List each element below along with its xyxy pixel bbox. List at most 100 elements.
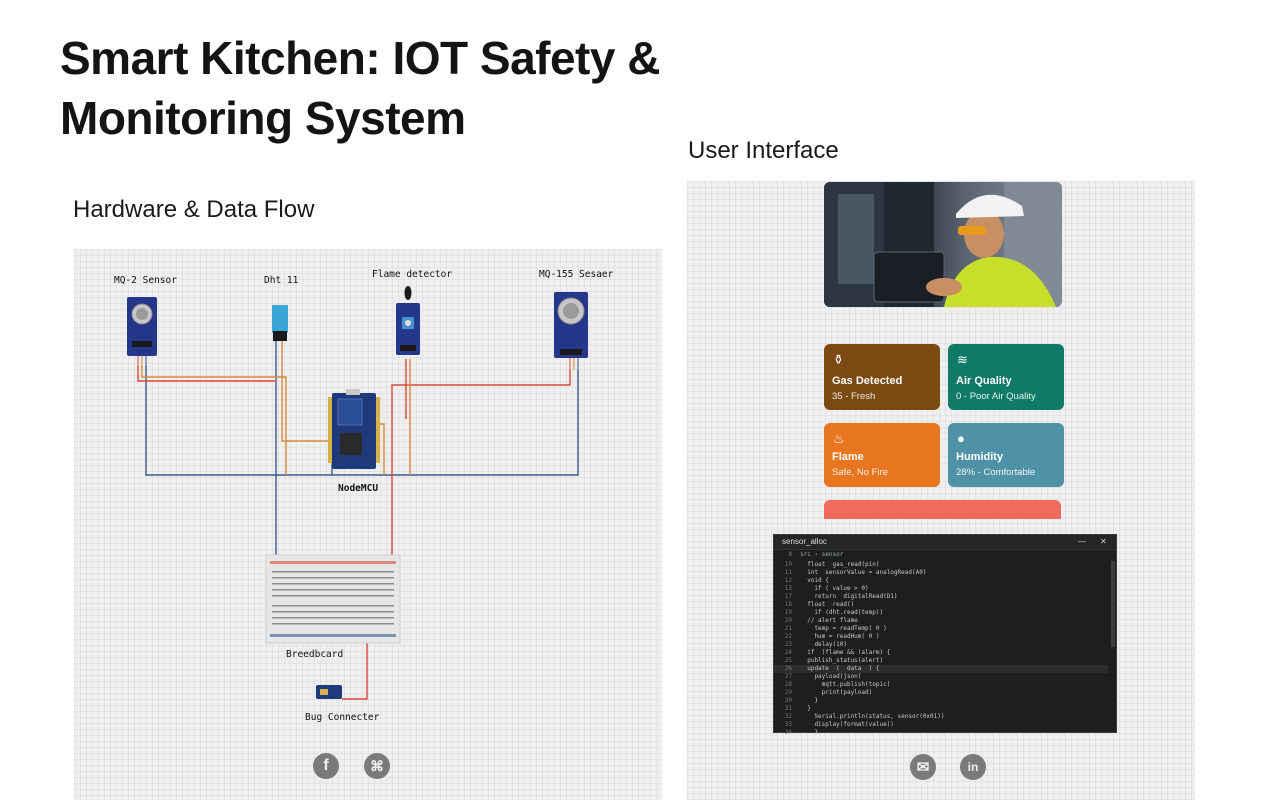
- code-line[interactable]: 23 delay(10): [774, 641, 1108, 649]
- air-quality-card[interactable]: ≋ Air Quality 0 - Poor Air Quality: [948, 344, 1064, 410]
- wind-icon: ≋: [957, 352, 968, 367]
- code-line[interactable]: 19 if (dht.read(temp)): [774, 609, 1108, 617]
- code-line[interactable]: 17 return digitalRead(D1): [774, 593, 1108, 601]
- alert-card-partial[interactable]: [824, 500, 1061, 519]
- code-line[interactable]: 24 if (flame && !alarm) {: [774, 649, 1108, 657]
- line-code: int sensorValue = analogRead(A0): [800, 569, 927, 576]
- code-line[interactable]: 28 mqtt.publish(topic): [774, 681, 1108, 689]
- code-line[interactable]: 20 // alert flame: [774, 617, 1108, 625]
- email-icon[interactable]: ✉: [910, 754, 936, 780]
- bug-connector-label: Bug Connecter: [305, 712, 380, 723]
- line-code: delay(10): [800, 641, 847, 648]
- line-number: 25: [784, 657, 792, 664]
- code-line[interactable]: 34 }: [774, 729, 1108, 737]
- line-number: 18: [784, 601, 792, 608]
- line-number: 26: [784, 665, 792, 672]
- code-line[interactable]: 13 if ( value > 0): [774, 585, 1108, 593]
- line-code: print(payload): [800, 689, 873, 696]
- line-number: 24: [784, 649, 792, 656]
- hardware-heading: Hardware & Data Flow: [73, 196, 315, 223]
- line-code: Serial.println(status, sensor(0x01)): [800, 713, 945, 720]
- gas-status-card[interactable]: ⚱ Gas Detected 35 - Fresh: [824, 344, 940, 410]
- flame-status-card[interactable]: ♨ Flame Safe, No Fire: [824, 423, 940, 487]
- mq135-sensor-board: [554, 292, 588, 370]
- line-code: float read(): [800, 601, 855, 608]
- line-code: publish_status(alert): [800, 657, 884, 664]
- facebook-icon[interactable]: f: [313, 753, 339, 779]
- line-number: 30: [784, 697, 792, 704]
- line-number: 12: [784, 577, 792, 584]
- code-line[interactable]: 11 int sensorValue = analogRead(A0): [774, 569, 1108, 577]
- humidity-card[interactable]: ● Humidity 28% - Comfortable: [948, 423, 1064, 487]
- line-code: if (flame && !alarm) {: [800, 649, 891, 656]
- line-number: 33: [784, 721, 792, 728]
- wire-red-mq135: [391, 370, 571, 559]
- line-code: // alert flame: [800, 617, 858, 624]
- line-number: 28: [784, 681, 792, 688]
- code-line[interactable]: 18 float read(): [774, 601, 1108, 609]
- linkedin-icon[interactable]: in: [960, 754, 986, 780]
- hardware-diagram-panel: MQ-2 Sensor Dht 11 Flame detector MQ-155…: [74, 249, 662, 800]
- code-line[interactable]: 25 publish_status(alert): [774, 657, 1108, 665]
- nodemcu-board: [328, 389, 380, 469]
- line-code: void {: [800, 577, 829, 584]
- editor-scrollbar[interactable]: [1111, 561, 1115, 647]
- humidity-card-value: 28% - Comfortable: [956, 467, 1036, 478]
- user-interface-panel: ⚱ Gas Detected 35 - Fresh ≋ Air Quality …: [687, 181, 1195, 800]
- water-drop-icon: ●: [957, 431, 965, 446]
- gas-cylinder-icon: ⚱: [833, 352, 844, 367]
- code-line[interactable]: 33 display(format(value)): [774, 721, 1108, 729]
- line-code: display(format(value)): [800, 721, 894, 728]
- editor-titlebar: sensor_alloc — ✕: [774, 535, 1116, 550]
- line-number: 32: [784, 713, 792, 720]
- breadboard: [265, 554, 401, 644]
- close-icon[interactable]: ✕: [1100, 537, 1107, 546]
- nodemcu-label: NodeMCU: [338, 483, 379, 494]
- code-line[interactable]: 31 }: [774, 705, 1108, 713]
- code-line[interactable]: 30 }: [774, 697, 1108, 705]
- line-code: mqtt.publish(topic): [800, 681, 891, 688]
- line-code: }: [800, 729, 819, 736]
- wire-blue-mq2: [145, 366, 579, 476]
- minimize-icon[interactable]: —: [1078, 537, 1086, 546]
- flame-detector-label: Flame detector: [372, 269, 453, 280]
- line-number: 23: [784, 641, 792, 648]
- code-line[interactable]: 22 hum = readHum( 0 ): [774, 633, 1108, 641]
- code-line[interactable]: 29 print(payload): [774, 689, 1108, 697]
- flame-card-value: Safe, No Fire: [832, 467, 888, 478]
- dht11-sensor-board: [272, 305, 288, 341]
- line-code: if ( value > 0): [800, 585, 869, 592]
- gas-card-value: 35 - Fresh: [832, 391, 876, 402]
- line-number: 29: [784, 689, 792, 696]
- mq2-sensor-label: MQ-2 Sensor: [114, 275, 177, 286]
- code-line[interactable]: 27 payload(json): [774, 673, 1108, 681]
- code-line[interactable]: 26 update ( data ) {: [774, 665, 1108, 673]
- github-icon[interactable]: ⌘: [364, 753, 390, 779]
- bug-connector: [316, 685, 342, 699]
- line-number: 10: [784, 561, 792, 568]
- code-line[interactable]: 12 void {: [774, 577, 1108, 585]
- air-quality-card-value: 0 - Poor Air Quality: [956, 391, 1036, 402]
- line-number: 20: [784, 617, 792, 624]
- line-number: 31: [784, 705, 792, 712]
- line-number: 17: [784, 593, 792, 600]
- code-line[interactable]: 10 float gas_read(pin): [774, 561, 1108, 569]
- kitchen-technician-photo: [824, 182, 1062, 307]
- breadboard-label: Breedbcard: [286, 649, 344, 660]
- line-code: float gas_read(pin): [800, 561, 880, 568]
- line-number: 34: [784, 729, 792, 736]
- code-line[interactable]: 21 temp = readTemp( 0 ): [774, 625, 1108, 633]
- line-code: }: [800, 705, 811, 712]
- line-code: }: [800, 697, 819, 704]
- line-number: 13: [784, 585, 792, 592]
- code-line[interactable]: 32 Serial.println(status, sensor(0x01)): [774, 713, 1108, 721]
- dht-sensor-label: Dht 11: [264, 275, 299, 286]
- line-code: payload(json): [800, 673, 862, 680]
- air-quality-card-title: Air Quality: [956, 375, 1012, 387]
- editor-tab[interactable]: sensor_alloc: [782, 537, 827, 546]
- line-number: 22: [784, 633, 792, 640]
- flame-detector-board: [396, 286, 420, 355]
- line-code: update ( data ) {: [800, 665, 880, 672]
